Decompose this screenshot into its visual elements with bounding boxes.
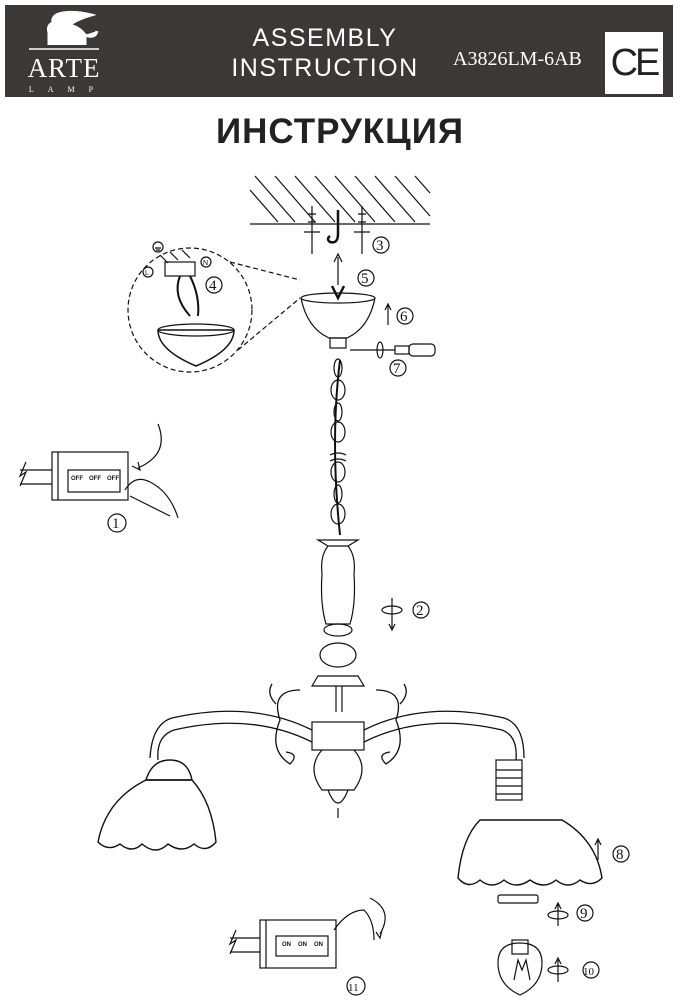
ce-mark: CE	[605, 32, 663, 94]
chandelier-body	[149, 539, 525, 818]
header-bar: ARTE LAMP ASSEMBLY INSTRUCTION A3826LM-6…	[5, 5, 673, 97]
light-bulb-icon	[497, 939, 543, 996]
brand-logo: ARTE LAMP	[19, 9, 109, 95]
switch-off-label: OFF	[89, 476, 101, 482]
winged-lion-icon	[29, 10, 99, 50]
arrow-up-icon	[333, 252, 343, 285]
brand-name: ARTE	[27, 53, 101, 83]
switch-on-illustration	[228, 897, 386, 969]
step-2-label: 2	[416, 603, 424, 619]
switch-off-label: OFF	[71, 476, 83, 482]
wiring-detail: 4 L N	[127, 241, 301, 373]
step-8-label: 8	[616, 847, 624, 863]
switch-off-label: OFF	[107, 476, 119, 482]
switch-off-illustration	[18, 423, 179, 519]
left-shade	[97, 759, 217, 851]
switch-on-label: ON	[282, 942, 291, 948]
model-number: A3826LM-6AB	[453, 48, 582, 70]
neutral-label: N	[203, 260, 208, 267]
ceiling-hook-icon	[304, 206, 370, 254]
ceiling-hatch	[249, 175, 431, 225]
step-11-label: 11	[348, 982, 359, 994]
switch-on-label: ON	[314, 942, 323, 948]
arrow-up-icon	[594, 837, 602, 860]
title-line-2: INSTRUCTION	[231, 54, 419, 82]
assembly-title: ASSEMBLY INSTRUCTION	[210, 23, 440, 83]
step-5-label: 5	[361, 271, 369, 287]
step-4-label: 4	[209, 278, 217, 294]
rotate-arrow-icon	[547, 956, 569, 982]
brand-sub: LAMP	[28, 85, 108, 94]
step-1-label: 1	[112, 516, 120, 532]
step-6-label: 6	[400, 309, 408, 325]
page-title: ИНСТРУКЦИЯ	[215, 112, 465, 151]
right-socket	[495, 759, 523, 801]
step-9-label: 9	[580, 906, 588, 922]
chain	[329, 358, 347, 536]
rotate-arrow-icon	[381, 598, 403, 632]
arrow-up-icon	[384, 302, 392, 325]
step-10-label: 10	[583, 966, 595, 978]
rotate-arrow-icon	[547, 901, 569, 926]
title-line-1: ASSEMBLY	[252, 24, 398, 52]
screwdriver-icon	[350, 341, 436, 359]
shade-ring	[497, 894, 539, 904]
canopy	[300, 285, 376, 349]
step-7-label: 7	[393, 361, 401, 377]
step-3-label: 3	[376, 238, 384, 254]
live-label: L	[145, 270, 149, 277]
right-shade	[457, 819, 603, 886]
switch-on-label: ON	[298, 942, 307, 948]
